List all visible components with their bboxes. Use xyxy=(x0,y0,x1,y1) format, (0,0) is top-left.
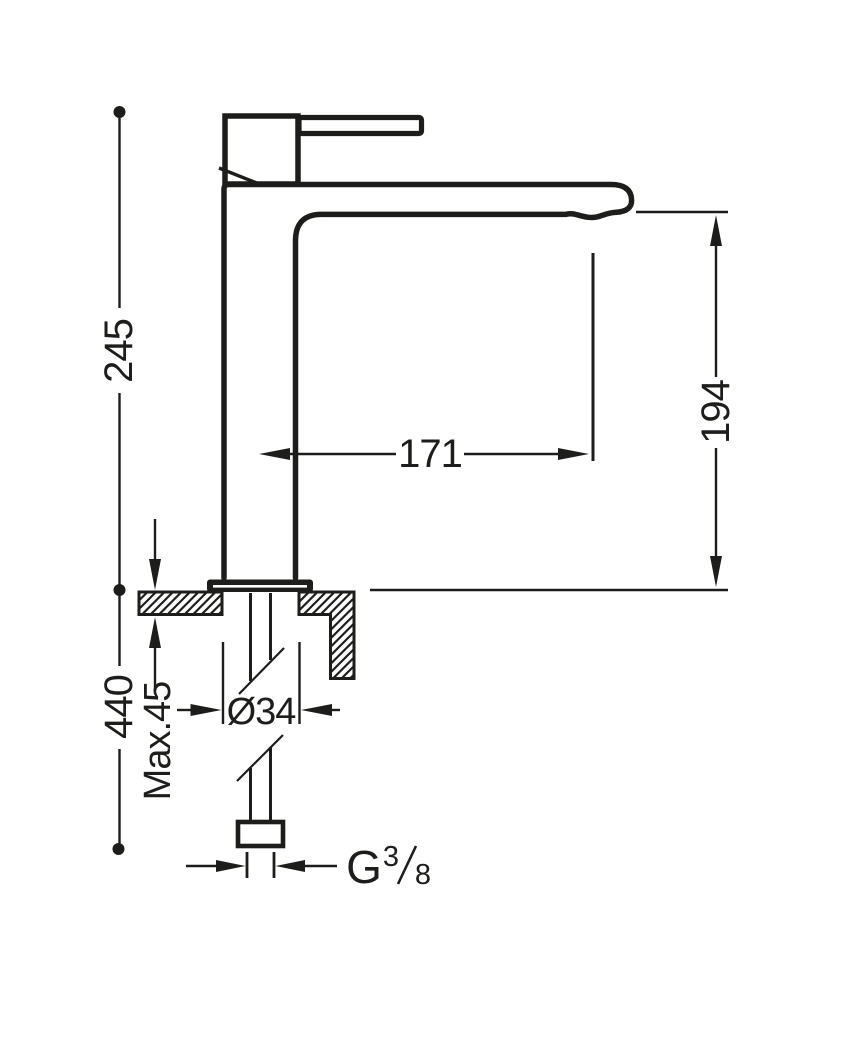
dim-171: 171 xyxy=(259,432,589,476)
mounting-deck xyxy=(137,590,356,680)
dim-max45-label: Max.45 xyxy=(137,682,179,801)
break-line-upper xyxy=(238,647,285,695)
dim-440-dot-bottom xyxy=(112,843,125,855)
lever-handle xyxy=(296,114,425,137)
dim-max45-arrow-up xyxy=(149,617,161,648)
dim-max45: Max.45 xyxy=(137,519,179,800)
dim-g38-arrow-right xyxy=(275,860,305,872)
break-line-lower xyxy=(236,734,284,782)
handle-chamfer-line xyxy=(218,166,259,186)
dim-171-arrow-left xyxy=(259,448,290,460)
dim-max45-arrow-down xyxy=(149,559,161,590)
dim-171-label: 171 xyxy=(398,432,462,476)
dim-g38-letter: G xyxy=(346,841,382,893)
dim-245-label: 245 xyxy=(97,319,141,383)
faucet-body xyxy=(207,113,635,849)
dim-g38-arrow-left xyxy=(216,860,246,872)
deck-section-left xyxy=(137,590,224,616)
dim-g38-numerator: 3 xyxy=(383,841,399,873)
dim-d34-arrow-right xyxy=(301,704,332,716)
dim-g38-denominator: 8 xyxy=(415,859,431,891)
dim-171-arrow-right xyxy=(558,448,589,460)
dim-245-dot-top xyxy=(113,106,126,118)
dim-g38-fraction-slash xyxy=(396,845,418,885)
dim-440-label: 440 xyxy=(97,675,141,739)
dim-440: 440 xyxy=(97,595,141,855)
base-flange xyxy=(207,579,313,592)
dim-194-arrow-up xyxy=(710,215,722,246)
spout-outline xyxy=(221,181,635,581)
dim-194: 194 xyxy=(370,210,738,592)
dim-hole-diameter: Ø34 xyxy=(177,642,340,733)
dim-245: 245 xyxy=(97,106,141,596)
dimension-annotations: 245 440 Max.45 Ø34 xyxy=(97,106,738,893)
dim-thread: G 3 8 xyxy=(186,841,431,893)
dim-d34-arrow-left xyxy=(190,704,222,716)
deck-section-right xyxy=(297,590,356,680)
dim-245-dot-bottom xyxy=(113,584,126,596)
dim-194-arrow-down xyxy=(710,556,722,587)
connector-nut xyxy=(235,819,286,849)
dim-d34-label: Ø34 xyxy=(227,691,297,733)
dim-194-label: 194 xyxy=(694,379,738,443)
supply-hose xyxy=(249,593,272,822)
